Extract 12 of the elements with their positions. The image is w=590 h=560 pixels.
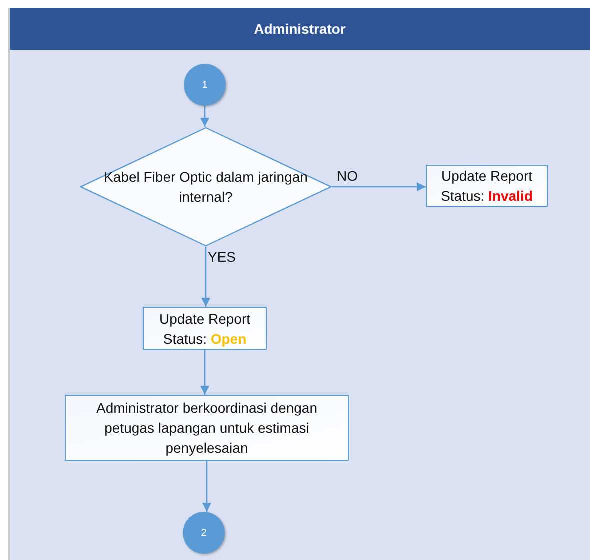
arrow	[200, 106, 210, 127]
process-box: Administrator berkoordinasi dengan petugas lapangan untuk estimasi penyelesaian	[65, 395, 349, 461]
process-box: Update Report Status: Open	[143, 307, 267, 350]
decision-diamond	[80, 127, 332, 247]
arrow	[200, 350, 210, 395]
lane-title: Administrator	[254, 20, 346, 38]
decision-text: Kabel Fiber Optic dalam jaringan internal?	[103, 168, 309, 207]
arrow	[201, 247, 211, 307]
process-box: Update Report Status: Invalid	[426, 165, 548, 207]
swimlane	[8, 8, 590, 560]
arrow	[202, 461, 212, 512]
arrow	[332, 182, 426, 192]
